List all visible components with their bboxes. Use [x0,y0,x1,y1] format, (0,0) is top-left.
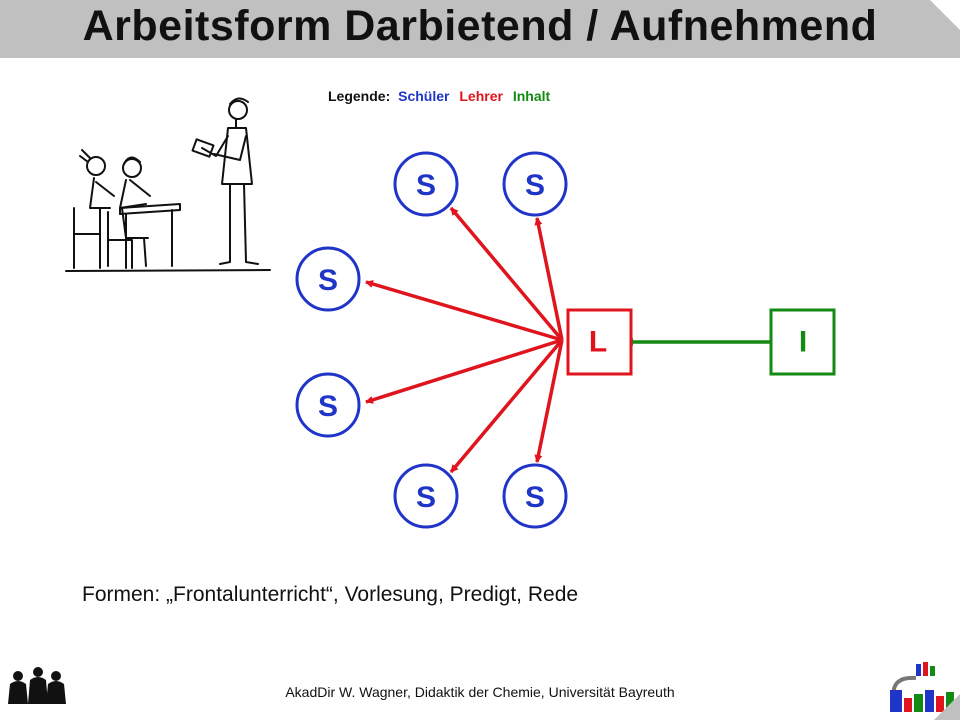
content-label: I [799,326,807,359]
arrow-l-to-s2 [534,217,564,341]
arrow-l-to-s6 [534,339,564,463]
student-label-3: S [318,264,338,297]
teacher-label: L [589,326,607,359]
legend-label: Legende: [328,88,391,104]
student-label-5: S [416,481,436,514]
student-label-4: S [318,390,338,423]
student-node-6 [502,463,568,529]
bottom-corner-fold [934,694,960,720]
teacher-node [566,308,633,376]
silhouette-group-icon [8,667,66,704]
forms-text: Formen: „Frontalunterricht“, Vorlesung, … [82,583,579,606]
classroom-illustration [65,97,271,272]
slide-title: Arbeitsform Darbietend / Aufnehmend [82,2,878,50]
student-node-1 [393,151,459,217]
footer-text: AkadDir W. Wagner, Didaktik der Chemie, … [285,684,675,700]
arrow-l-to-s1 [449,206,564,342]
arrow-l-to-s3 [365,280,563,342]
student-node-3 [295,246,361,312]
arrow-l-to-s4 [365,338,563,404]
student-node-4 [295,372,361,438]
student-label-2: S [525,169,545,202]
title-corner-fold [930,0,960,30]
legend-item-lehrer: Lehrer [459,88,503,104]
legend-item-inhalt: Inhalt [512,88,551,104]
legend: Legende: Schüler Lehrer Inhalt [328,88,556,104]
student-node-2 [502,151,568,217]
title-bar [0,0,960,58]
student-label-1: S [416,169,436,202]
content-node [769,308,836,376]
legend-item-schueler: Schüler [398,88,450,104]
student-label-6: S [525,481,545,514]
arrow-l-to-s5 [449,338,564,474]
student-node-5 [393,463,459,529]
